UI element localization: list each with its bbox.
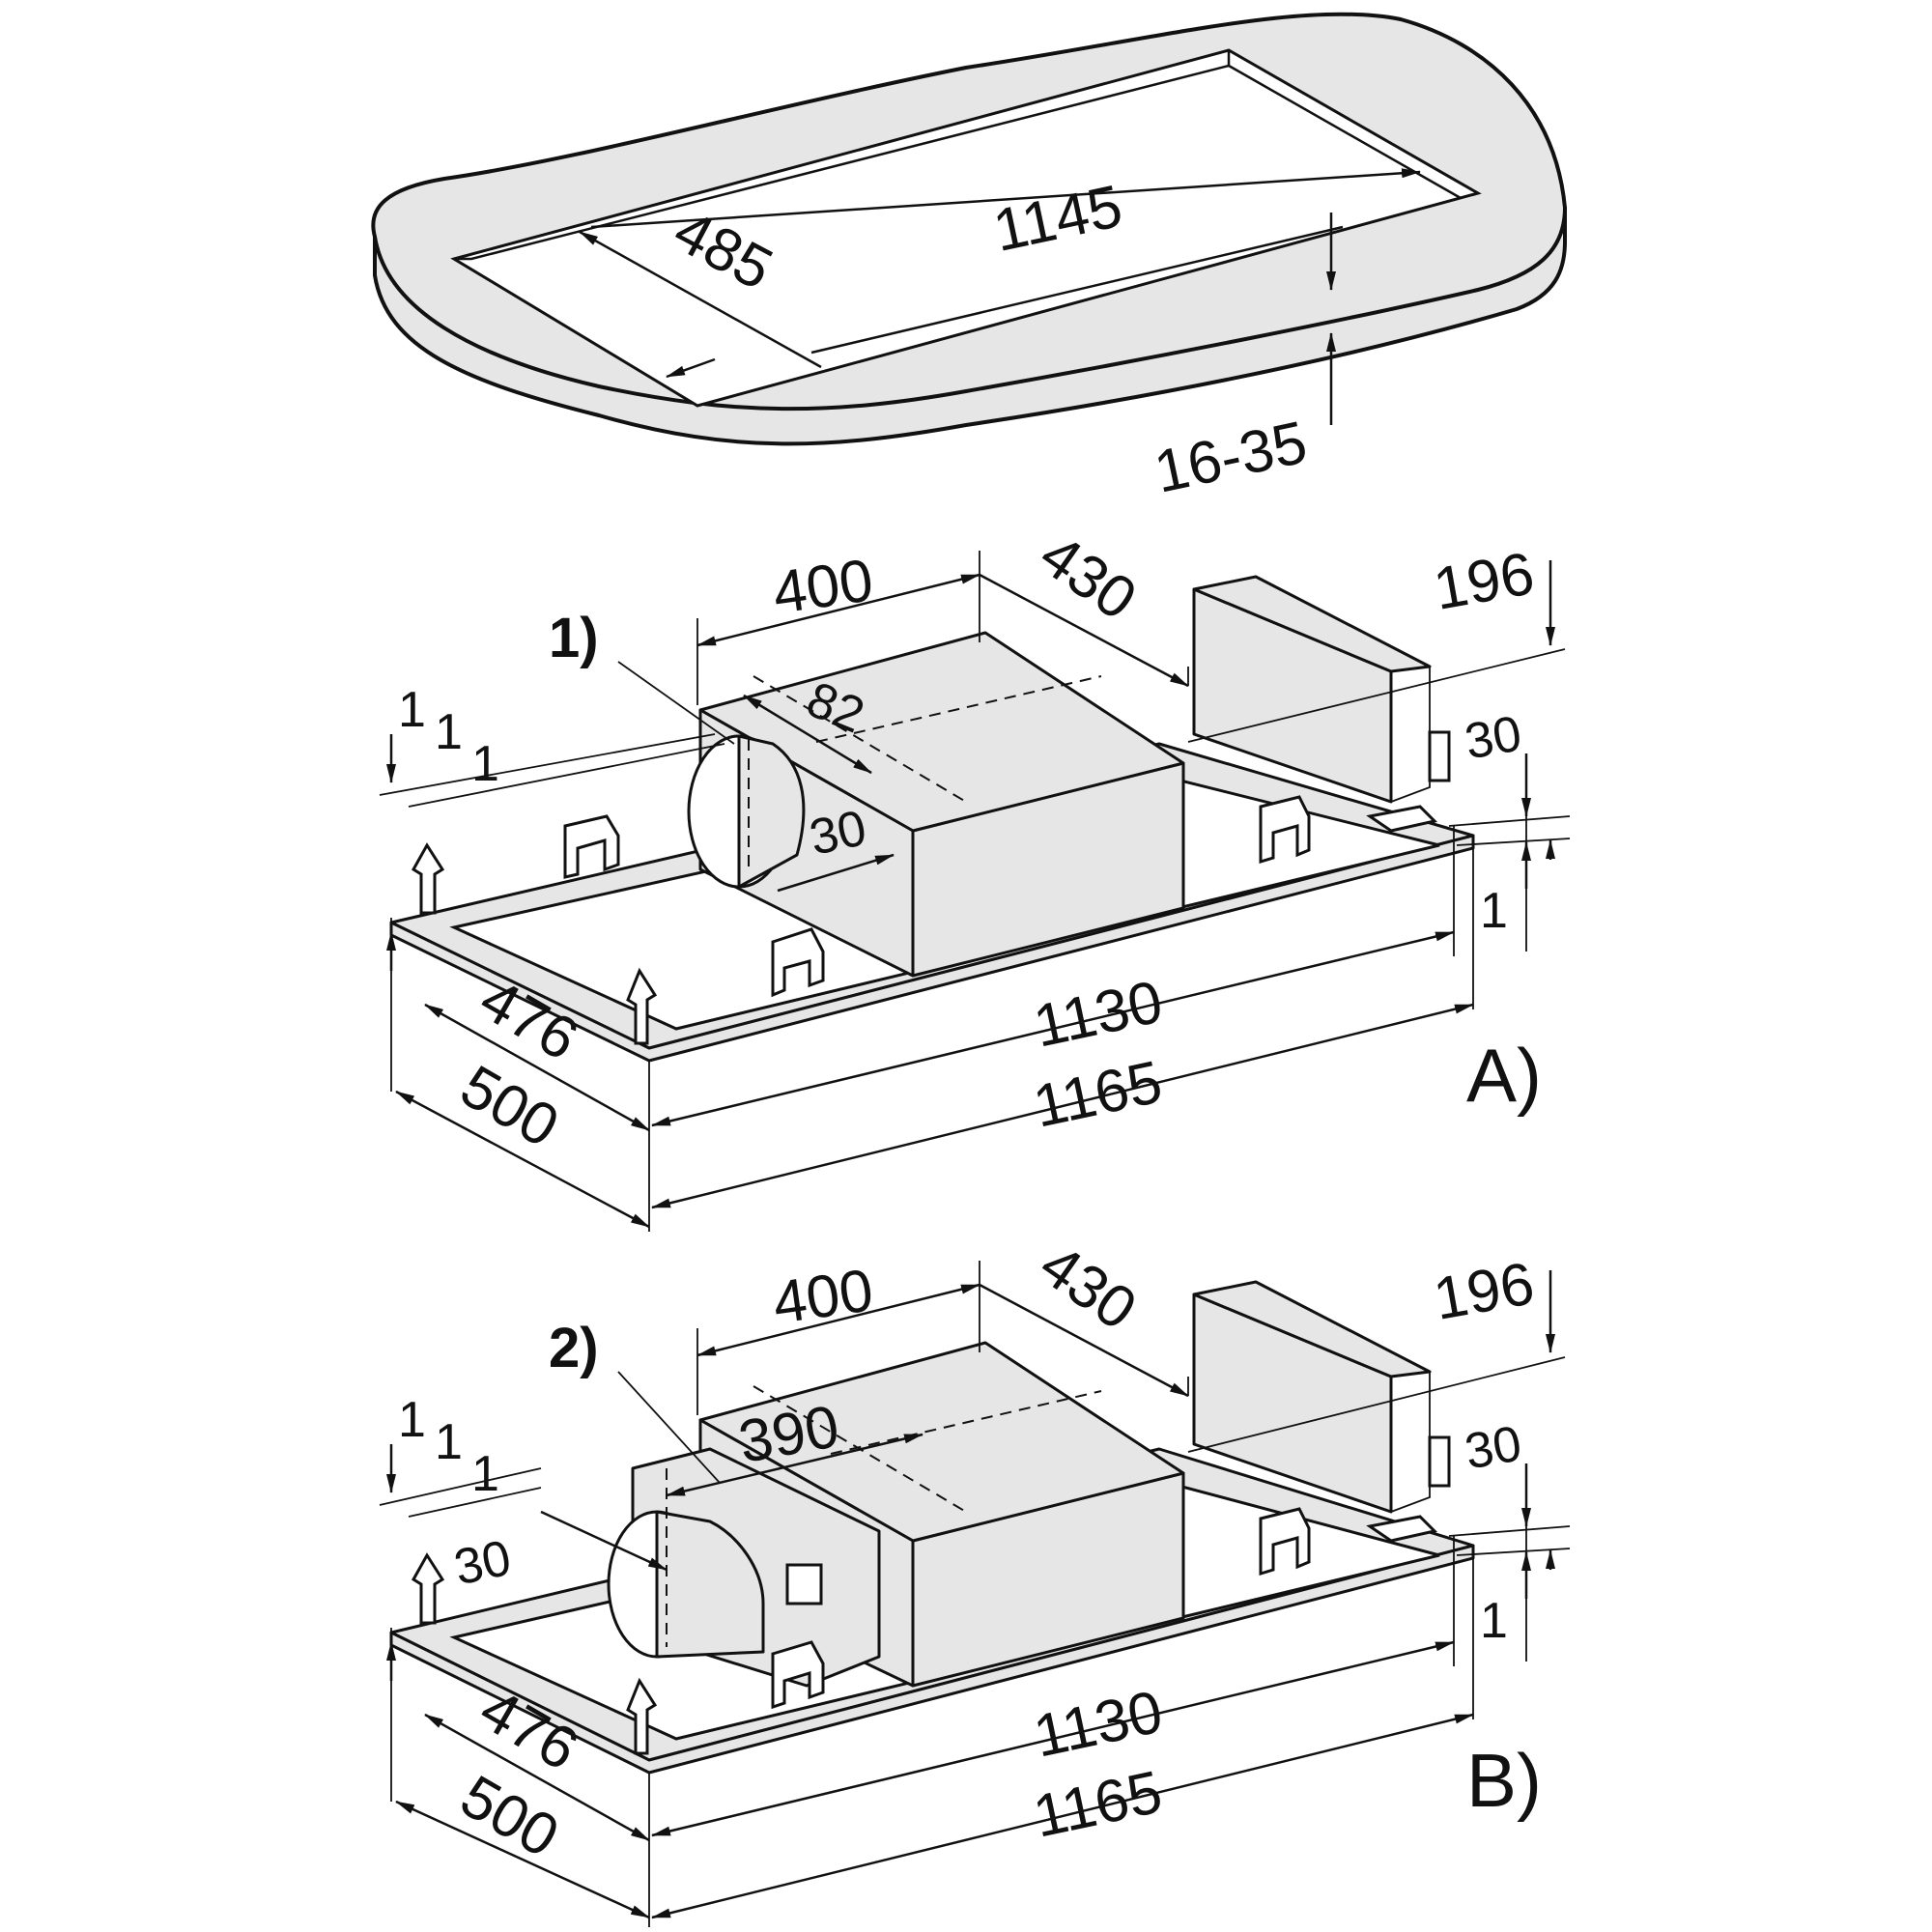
worktop-cutout: 1145 485 16-35 bbox=[371, 12, 1567, 506]
lip-right-a-label: 1 bbox=[1480, 883, 1508, 939]
bracket-a-3 bbox=[1259, 795, 1311, 865]
frame-lip-a-label-1: 1 bbox=[398, 682, 426, 738]
box-depth-a-label: 430 bbox=[1028, 522, 1148, 634]
variant-b-label: B) bbox=[1466, 1738, 1542, 1823]
outer-length-a-label: 1165 bbox=[1028, 1049, 1168, 1141]
duct-b-body bbox=[655, 1510, 765, 1659]
outer-length-b-dimline bbox=[651, 1713, 1474, 1919]
duct-offset-b-dimline bbox=[540, 1510, 668, 1572]
clip-b-1 bbox=[411, 1552, 445, 1625]
box-depth-b-dimline bbox=[979, 1283, 1189, 1398]
inner-length-a-label: 1130 bbox=[1028, 968, 1168, 1060]
clip-a-3 bbox=[1366, 805, 1437, 833]
cutout-opening bbox=[450, 48, 1482, 408]
cutout-width-dimline bbox=[579, 230, 822, 369]
duct-offset-a-label: 30 bbox=[805, 800, 871, 867]
callout-a-label: 1) bbox=[549, 607, 599, 669]
callout-b-label: 2) bbox=[549, 1317, 599, 1379]
bracket-a-1 bbox=[563, 814, 620, 879]
lip-right-b-label: 1 bbox=[1480, 1593, 1508, 1649]
duct-offset-b-label: 30 bbox=[449, 1530, 516, 1597]
callout-b-leader bbox=[617, 1371, 721, 1484]
side-offset-b-label: 30 bbox=[1461, 1415, 1525, 1480]
outer-length-b-label: 1165 bbox=[1028, 1759, 1168, 1851]
frame-lip-a-label-2: 1 bbox=[435, 704, 463, 760]
box-length-b-dimline bbox=[696, 1283, 980, 1357]
outer-width-a-dimline bbox=[395, 1090, 650, 1229]
duct-offset-a-dimline bbox=[777, 853, 895, 893]
inner-length-b-label: 1130 bbox=[1028, 1678, 1168, 1770]
clip-a-1 bbox=[411, 842, 445, 915]
duct-depth-a-dimline bbox=[743, 694, 872, 775]
height-a-label: 196 bbox=[1429, 540, 1539, 623]
clip-b-3 bbox=[1366, 1515, 1437, 1543]
height-b-label: 196 bbox=[1429, 1250, 1539, 1333]
variant-a-drawing: 400 430 196 30 1 1) 82 30 1 1 1 1130 116… bbox=[379, 522, 1571, 1232]
outer-length-a-dimline bbox=[651, 1003, 1474, 1209]
bracket-b-2 bbox=[1259, 1507, 1311, 1577]
box-length-b-label: 400 bbox=[769, 1257, 877, 1337]
callout-a-leader bbox=[617, 661, 735, 745]
outer-width-b-dimline bbox=[395, 1800, 650, 1919]
frame-lip-b-label-2: 1 bbox=[435, 1414, 463, 1470]
box-length-a-label: 400 bbox=[769, 547, 877, 627]
variant-a-label: A) bbox=[1466, 1033, 1542, 1118]
frame-lip-a-label-3: 1 bbox=[471, 736, 499, 792]
variant-b-drawing: 400 430 196 30 1 2) 390 30 1 1 1 1130 11… bbox=[379, 1232, 1571, 1927]
frame-lip-b-label-1: 1 bbox=[398, 1392, 426, 1448]
frame-lip-b-label-3: 1 bbox=[471, 1446, 499, 1502]
box-depth-b-label: 430 bbox=[1028, 1232, 1148, 1344]
cutout-length-dimline bbox=[590, 168, 1421, 229]
box-length-a-dimline bbox=[696, 573, 980, 647]
thickness-label: 16-35 bbox=[1149, 409, 1312, 505]
side-offset-a-label: 30 bbox=[1461, 705, 1525, 770]
box-depth-a-dimline bbox=[979, 573, 1189, 688]
duct-length-b-dimline bbox=[666, 1433, 923, 1497]
